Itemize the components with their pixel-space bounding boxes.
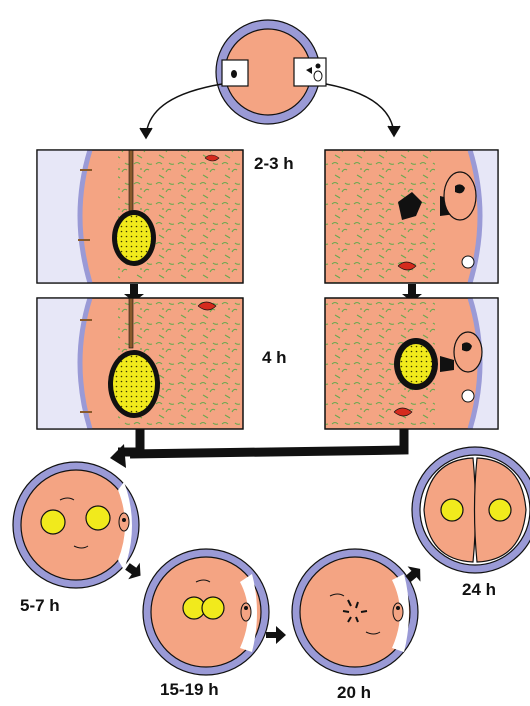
embryo-24h-two-cell bbox=[412, 447, 530, 573]
connector-arrows bbox=[118, 429, 404, 454]
zygote-5-7h bbox=[13, 462, 139, 588]
zygote-20h bbox=[292, 549, 418, 675]
panel-sperm-2-3h bbox=[37, 150, 243, 283]
zygote-15-19h bbox=[143, 549, 269, 675]
panel-male-pronucleus-4h bbox=[37, 298, 243, 429]
label-5-7h: 5-7 h bbox=[20, 596, 60, 616]
label-15-19h: 15-19 h bbox=[160, 680, 219, 700]
label-24h: 24 h bbox=[462, 580, 496, 600]
label-2-3h: 2-3 h bbox=[254, 154, 294, 174]
panel-female-pronucleus-4h bbox=[325, 298, 498, 429]
panel-oocyte-2-3h bbox=[325, 150, 498, 283]
top-oocyte bbox=[216, 20, 326, 124]
label-20h: 20 h bbox=[337, 683, 371, 703]
label-4h: 4 h bbox=[262, 348, 287, 368]
